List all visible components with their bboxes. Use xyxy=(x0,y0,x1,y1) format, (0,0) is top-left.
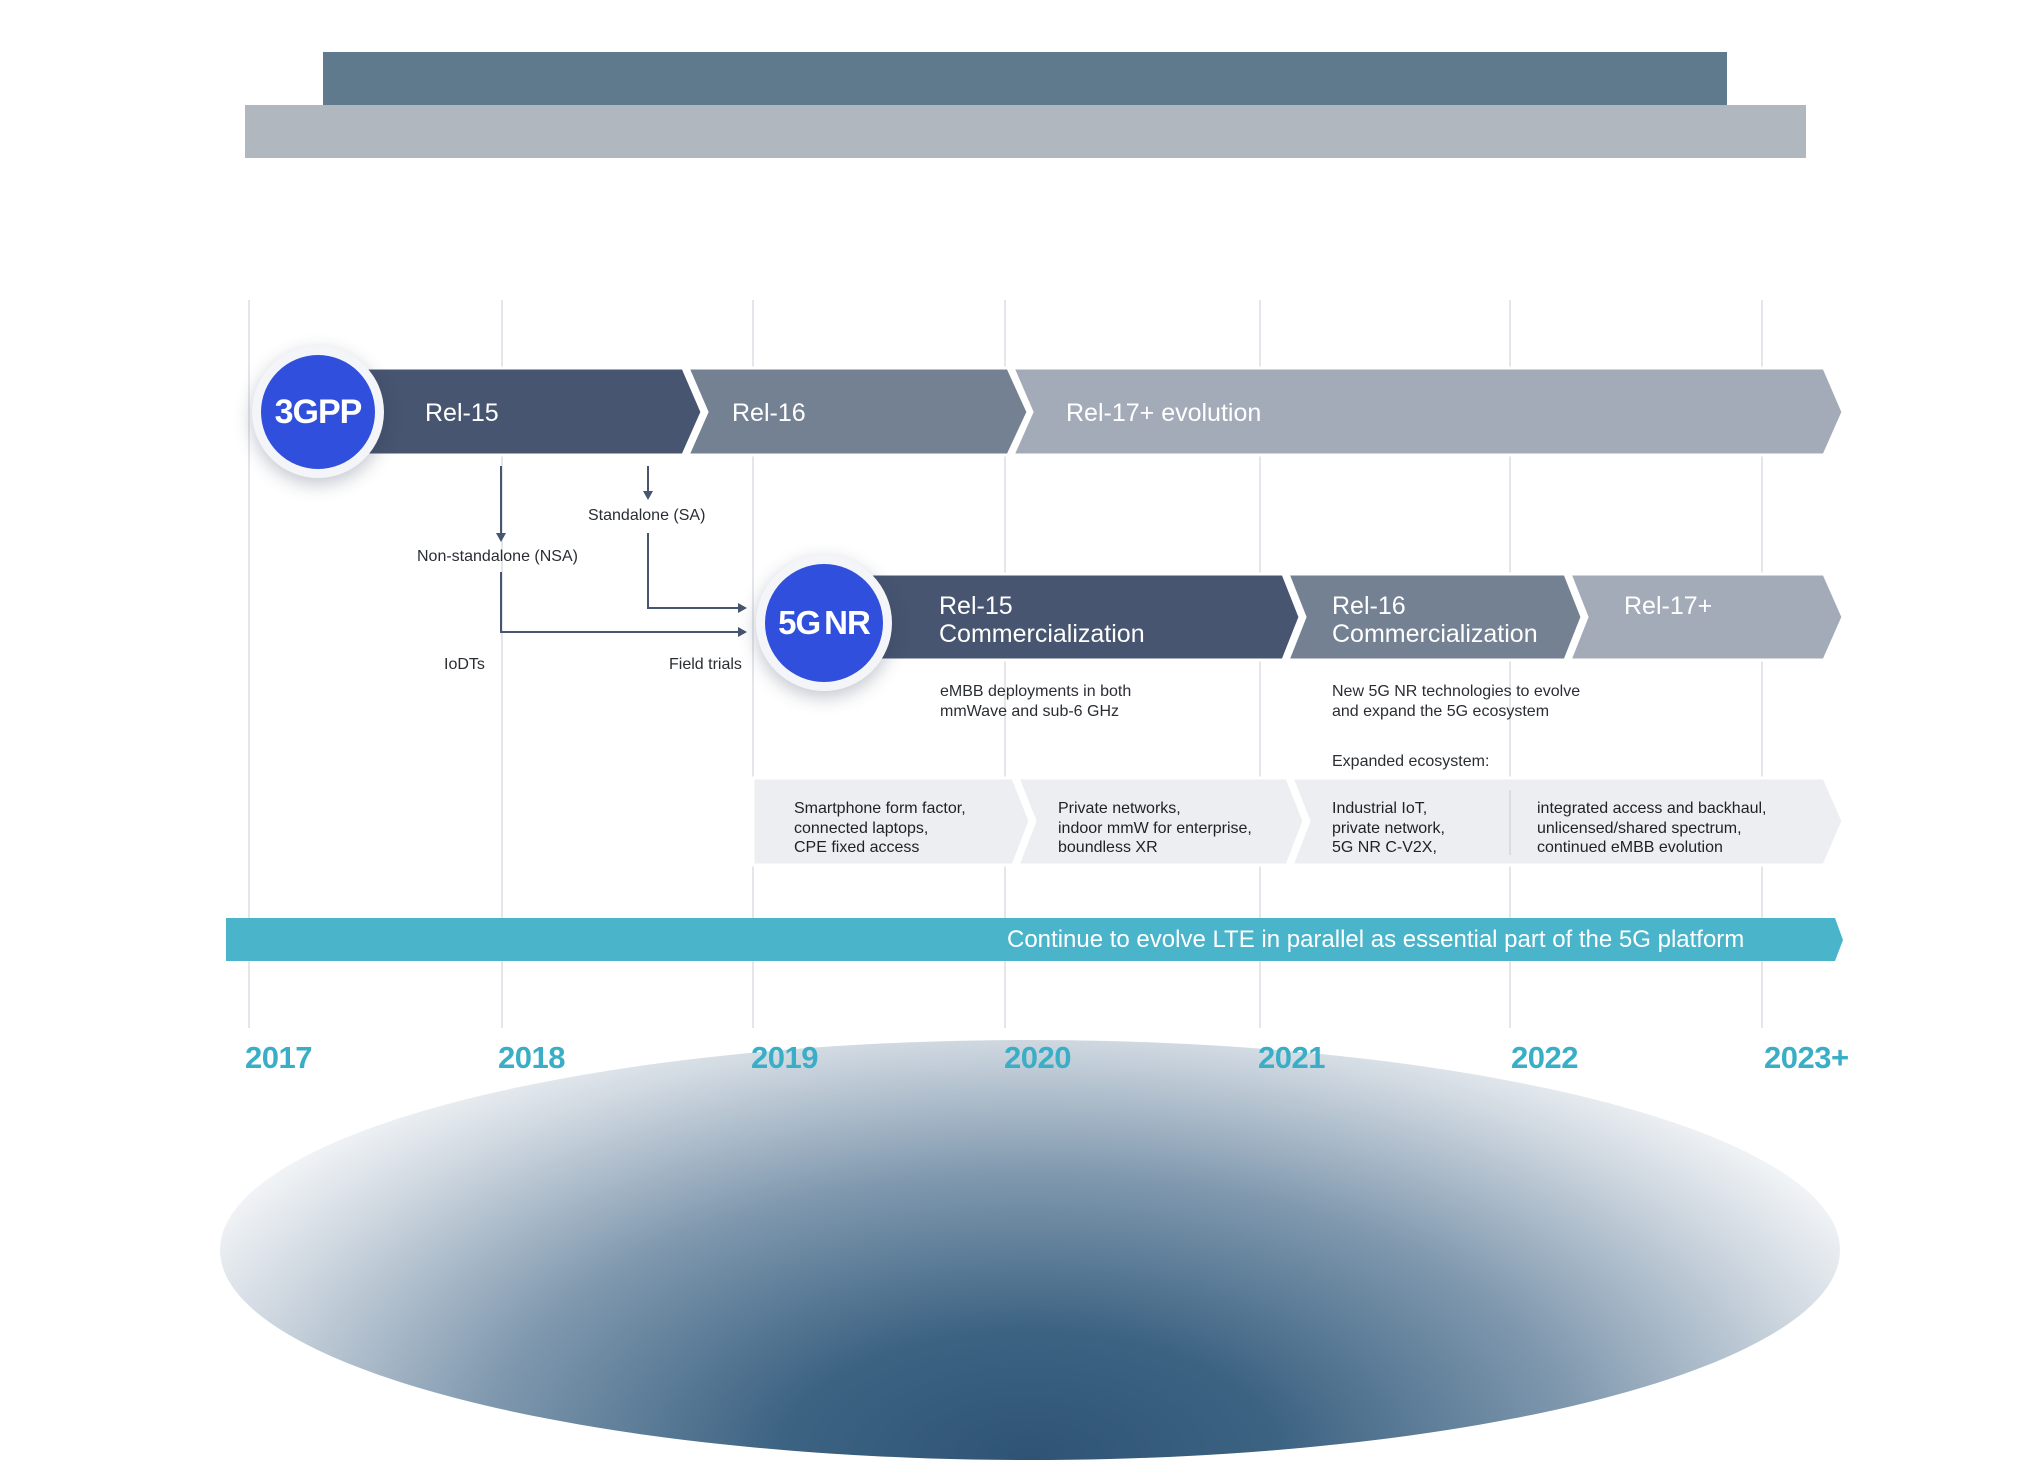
eco-cell-2-chevron xyxy=(1015,776,1306,867)
eco-cell-3: Industrial IoT, private network, 5G NR C… xyxy=(1332,799,1445,858)
rel15-note-line1: eMBB deployments in both xyxy=(940,683,1132,700)
rel17-plus-chevron xyxy=(1567,572,1845,662)
rel16-note-line2: and expand the 5G ecosystem xyxy=(1332,703,1550,720)
rel16-note-line1: New 5G NR technologies to evolve xyxy=(1332,683,1581,700)
rel15-label: Rel-15 xyxy=(425,399,499,427)
eco-cell-4-line3: continued eMBB evolution xyxy=(1537,839,1723,856)
rel16-chevron xyxy=(685,366,1030,457)
3gpp-badge-label: 3GPP xyxy=(274,392,363,431)
rel16-note: New 5G NR technologies to evolve and exp… xyxy=(1332,682,1580,722)
rel16-commercialization-line2: Commercialization xyxy=(1332,620,1538,648)
field-trials-label: Field trials xyxy=(669,656,742,673)
year-2021: 2021 xyxy=(1258,1040,1325,1075)
eco-cell-1-chevron xyxy=(751,776,1032,867)
nsa-to-nr-arrowhead xyxy=(738,627,747,637)
rel15-note-line2: mmWave and sub-6 GHz xyxy=(940,703,1120,720)
year-2022: 2022 xyxy=(1511,1040,1578,1075)
eco-cell-2-line3: boundless XR xyxy=(1058,839,1158,856)
year-2017: 2017 xyxy=(245,1040,312,1075)
gridline-2017 xyxy=(248,300,250,1028)
year-2019: 2019 xyxy=(751,1040,818,1075)
rel17-evolution-chevron xyxy=(1010,366,1845,457)
standalone-label: Standalone (SA) xyxy=(588,507,706,524)
rel15-commercialization-line1: Rel-15 xyxy=(939,592,1013,620)
eco-cell-4: integrated access and backhaul, unlicens… xyxy=(1537,799,1766,858)
eco-cell-3-line2: private network, xyxy=(1332,819,1445,837)
rel15-note: eMBB deployments in both mmWave and sub-… xyxy=(940,682,1131,722)
nsa-arrowhead xyxy=(496,533,506,542)
gridline-2019 xyxy=(752,300,754,1028)
5gnr-badge-label-5g: 5G xyxy=(778,604,821,641)
year-2018: 2018 xyxy=(498,1040,565,1075)
gridline-2018 xyxy=(501,300,503,1028)
rel16-commercialization-label: Rel-16 Commercialization xyxy=(1332,592,1538,648)
eco-cell-3-line1: Industrial IoT, xyxy=(1332,800,1428,817)
rel16-label: Rel-16 xyxy=(732,399,806,427)
eco-cell-2-line1: Private networks, xyxy=(1058,800,1181,817)
eco-cell-1-line1: Smartphone form factor, xyxy=(794,800,966,817)
eco-cell-4-line1: integrated access and backhaul, xyxy=(1537,800,1767,817)
3gpp-badge: 3GPP xyxy=(261,355,375,469)
eco-cell-1-line3: CPE fixed access xyxy=(794,839,920,856)
rel17-plus-label: Rel-17+ xyxy=(1624,592,1713,620)
eco-cell-1: Smartphone form factor, connected laptop… xyxy=(794,799,966,858)
eco-cell-2-line2: indoor mmW for enterprise, xyxy=(1058,819,1252,837)
eco-cell-1-line2: connected laptops, xyxy=(794,819,929,837)
year-2023-plus: 2023+ xyxy=(1764,1040,1849,1075)
lte-bar-label: Continue to evolve LTE in parallel as es… xyxy=(1007,926,1745,953)
eco-cell-3-line3: 5G NR C-V2X, xyxy=(1332,839,1437,856)
sa-to-nr-arrowhead xyxy=(738,603,747,613)
top-banner-light xyxy=(245,105,1806,158)
rel15-commercialization-line2: Commercialization xyxy=(939,620,1145,648)
gridline-2020 xyxy=(1004,300,1006,1028)
sa-arrowhead xyxy=(643,491,653,500)
lte-bar-shape xyxy=(226,918,1843,961)
gridline-2021 xyxy=(1259,300,1261,1028)
5gnr-badge-label-nr: NR xyxy=(824,604,871,641)
gridline-2023 xyxy=(1761,300,1763,1028)
top-banner-dark xyxy=(323,52,1727,105)
gridline-2022 xyxy=(1509,300,1511,1028)
rel15-commercialization-label: Rel-15 Commercialization xyxy=(939,592,1145,648)
eco-cell-2: Private networks, indoor mmW for enterpr… xyxy=(1058,799,1252,858)
rel15-chevron xyxy=(358,366,704,457)
timeline-shapes xyxy=(226,366,1845,961)
rel17-evolution-label: Rel-17+ evolution xyxy=(1066,399,1262,427)
eco-cell-4-line2: unlicensed/shared spectrum, xyxy=(1537,819,1742,837)
iodts-label: IoDTs xyxy=(444,656,485,673)
rel16-commercialization-line1: Rel-16 xyxy=(1332,592,1406,620)
rel16-commercialization-chevron xyxy=(1285,572,1584,662)
year-2020: 2020 xyxy=(1004,1040,1071,1075)
eco-cell-4-chevron xyxy=(1289,776,1845,867)
expanded-ecosystem-label: Expanded ecosystem: xyxy=(1332,753,1490,770)
non-standalone-label: Non-standalone (NSA) xyxy=(417,548,578,565)
